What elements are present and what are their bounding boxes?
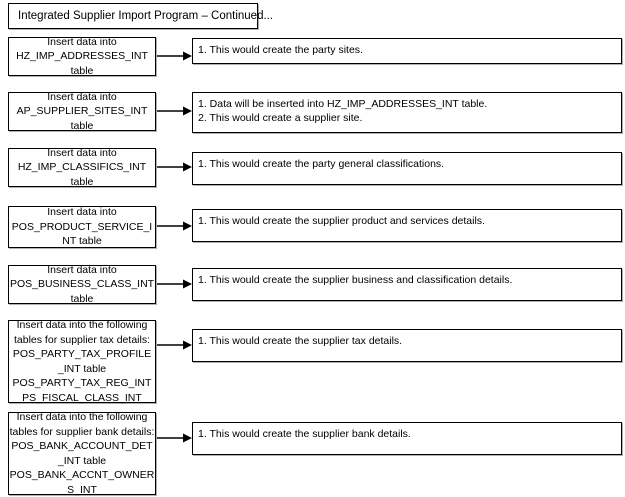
- note-line: 1. This would create the party sites.: [198, 44, 363, 56]
- arrow-to-supplier-site-note: [157, 105, 192, 117]
- process-line: Insert data into: [47, 263, 117, 276]
- note-box-supplier-bank: 1. This would create the supplier bank d…: [192, 422, 622, 455]
- arrow-to-business-class-note: [157, 278, 192, 290]
- process-line: Insert data into: [47, 146, 117, 159]
- diagram-title-text: Integrated Supplier Import Program – Con…: [18, 10, 274, 22]
- process-line: _INT table: [57, 454, 107, 467]
- process-box-pos-product-service-int: Insert data into POS_PRODUCT_SERVICE_I N…: [8, 206, 156, 248]
- process-line: Insert data into the following: [16, 319, 148, 331]
- process-box-supplier-tax-tables: Insert data into the following tables fo…: [8, 319, 156, 404]
- note-line: 1. Data will be inserted into HZ_IMP_ADD…: [198, 98, 488, 110]
- process-line: PS_FISCAL_CLASS_INT: [22, 391, 142, 404]
- diagram-title-box: Integrated Supplier Import Program – Con…: [8, 3, 273, 29]
- process-line: tables for supplier tax details:: [14, 333, 150, 346]
- note-line: 1. This would create the supplier produc…: [198, 215, 485, 227]
- arrow-to-party-classifications-note: [157, 161, 192, 173]
- note-box-party-sites: 1. This would create the party sites.: [192, 38, 622, 64]
- process-line: POS_PARTY_TAX_PROFILE: [12, 348, 152, 360]
- arrow-to-party-sites-note: [157, 50, 192, 62]
- process-line: POS_BANK_ACCNT_OWNER: [9, 469, 155, 481]
- process-line: Insert data into: [47, 90, 117, 103]
- note-line: 1. This would create the supplier busine…: [198, 274, 513, 286]
- process-box-ap-supplier-sites-int: Insert data into AP_SUPPLIER_SITES_INT t…: [8, 90, 156, 132]
- note-box-business-class: 1. This would create the supplier busine…: [192, 268, 622, 301]
- process-line: POS_BUSINESS_CLASS_INT: [9, 278, 155, 291]
- arrow-to-product-services-note: [157, 220, 192, 232]
- process-line: table: [70, 292, 94, 305]
- process-box-hz-imp-classifics-int: Insert data into HZ_IMP_CLASSIFICS_INT t…: [8, 146, 156, 188]
- process-box-supplier-bank-tables: Insert data into the following tables fo…: [8, 411, 156, 496]
- note-line: 2. This would create a supplier site.: [198, 112, 363, 124]
- process-line: table: [70, 119, 94, 132]
- process-line: POS_PARTY_TAX_REG_INT: [12, 377, 152, 389]
- process-line: _INT table: [57, 362, 107, 375]
- process-line: table: [70, 175, 94, 188]
- process-box-hz-imp-addresses-int: Insert data into HZ_IMP_ADDRESSES_INT ta…: [8, 35, 156, 77]
- note-line: 1. This would create the supplier bank d…: [198, 428, 411, 440]
- note-line: 1. This would create the supplier tax de…: [198, 335, 403, 347]
- note-box-supplier-tax: 1. This would create the supplier tax de…: [192, 329, 622, 362]
- process-line: HZ_IMP_CLASSIFICS_INT: [17, 161, 147, 174]
- process-box-pos-business-class-int: Insert data into POS_BUSINESS_CLASS_INT …: [8, 263, 156, 305]
- process-line: POS_BANK_ACCOUNT_DET: [11, 440, 153, 452]
- process-line: Insert data into: [47, 35, 117, 48]
- process-line: POS_PRODUCT_SERVICE_I: [11, 220, 153, 233]
- process-line: table: [70, 64, 94, 77]
- process-line: Insert data into the following: [16, 411, 148, 423]
- arrow-to-supplier-tax-note: [157, 339, 192, 351]
- note-box-product-services: 1. This would create the supplier produc…: [192, 209, 622, 242]
- note-box-party-classifications: 1. This would create the party general c…: [192, 152, 622, 185]
- process-line: tables for supplier bank details:: [9, 425, 155, 438]
- process-line: HZ_IMP_ADDRESSES_INT: [16, 50, 148, 63]
- process-line: S_INT: [67, 483, 97, 496]
- process-line: NT table: [62, 235, 102, 248]
- process-line: AP_SUPPLIER_SITES_INT: [16, 105, 148, 118]
- process-line: Insert data into: [47, 206, 117, 219]
- note-box-supplier-site: 1. Data will be inserted into HZ_IMP_ADD…: [192, 92, 622, 133]
- note-line: 1. This would create the party general c…: [198, 158, 445, 170]
- arrow-to-supplier-bank-note: [157, 432, 192, 444]
